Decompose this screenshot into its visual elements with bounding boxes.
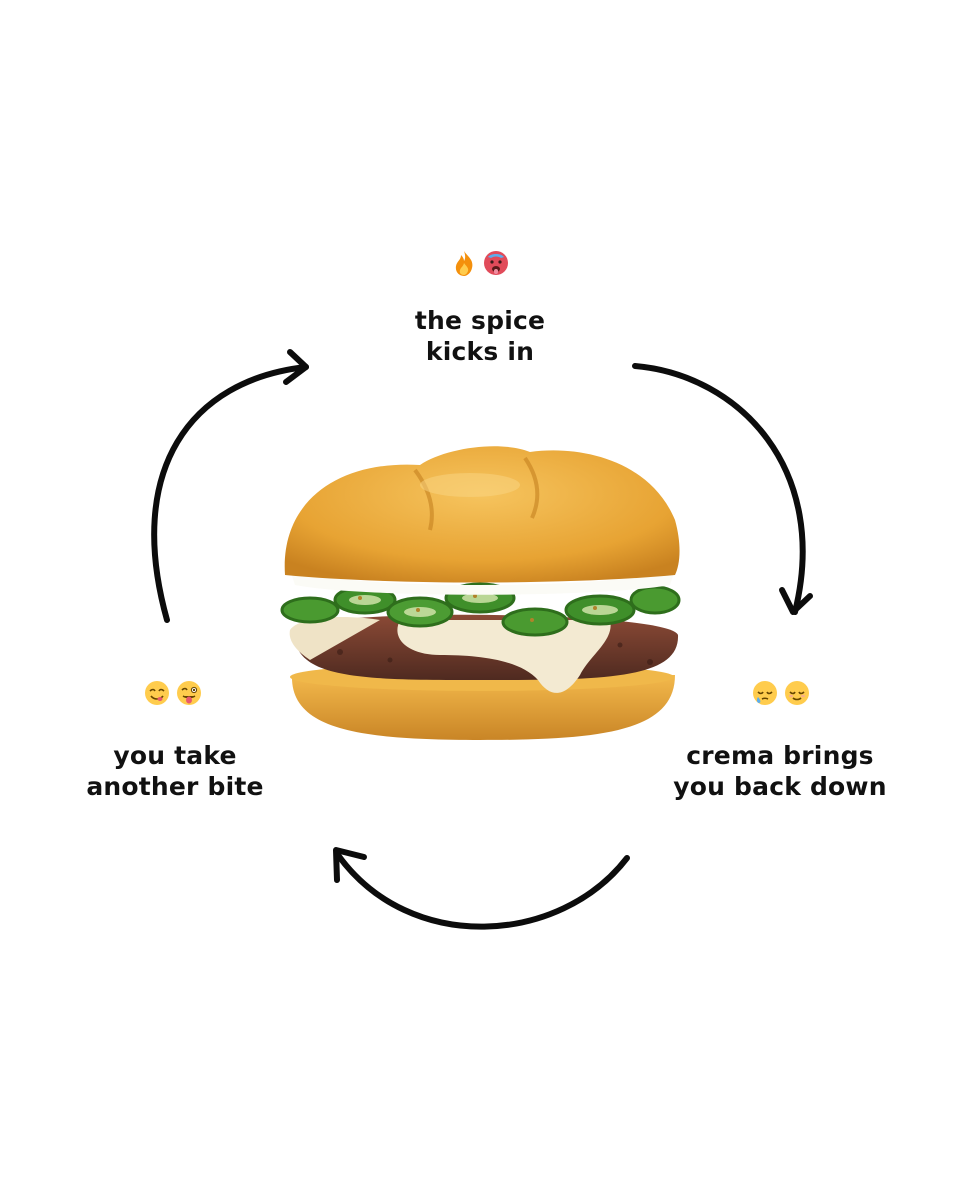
- step-spice-label: the spice kicks in: [380, 305, 580, 367]
- fire-emoji-icon: [455, 251, 473, 276]
- cheese: [397, 620, 611, 693]
- arrow-top-to-right: [632, 363, 813, 615]
- step-bite-line2: another bite: [86, 772, 264, 801]
- relieved-tear-emoji-icon: [753, 681, 777, 705]
- top-bun: [284, 446, 680, 583]
- arrow-left-to-top: [151, 349, 309, 623]
- step-bite-line1: you take: [113, 741, 237, 770]
- step-crema-line1: crema brings: [686, 741, 874, 770]
- crema: [290, 570, 675, 595]
- arrow-right-to-left: [333, 847, 630, 930]
- spice-emoji-row: [450, 249, 510, 277]
- winking-tongue-emoji-icon: [177, 681, 201, 705]
- bite-emoji-row: [143, 679, 203, 707]
- step-spice-line1: the spice: [414, 306, 546, 335]
- step-bite-label: you take another bite: [70, 740, 280, 802]
- yum-face-emoji-icon: [145, 681, 169, 705]
- step-crema-line2: you back down: [673, 772, 887, 801]
- bottom-bun: [291, 675, 675, 740]
- step-spice-line2: kicks in: [425, 337, 535, 366]
- step-crema-label: crema brings you back down: [660, 740, 900, 802]
- crema-emoji-row: [751, 679, 811, 707]
- burger-image: [280, 446, 681, 740]
- relieved-face-emoji-icon: [785, 681, 809, 705]
- hot-face-emoji-icon: [484, 251, 508, 275]
